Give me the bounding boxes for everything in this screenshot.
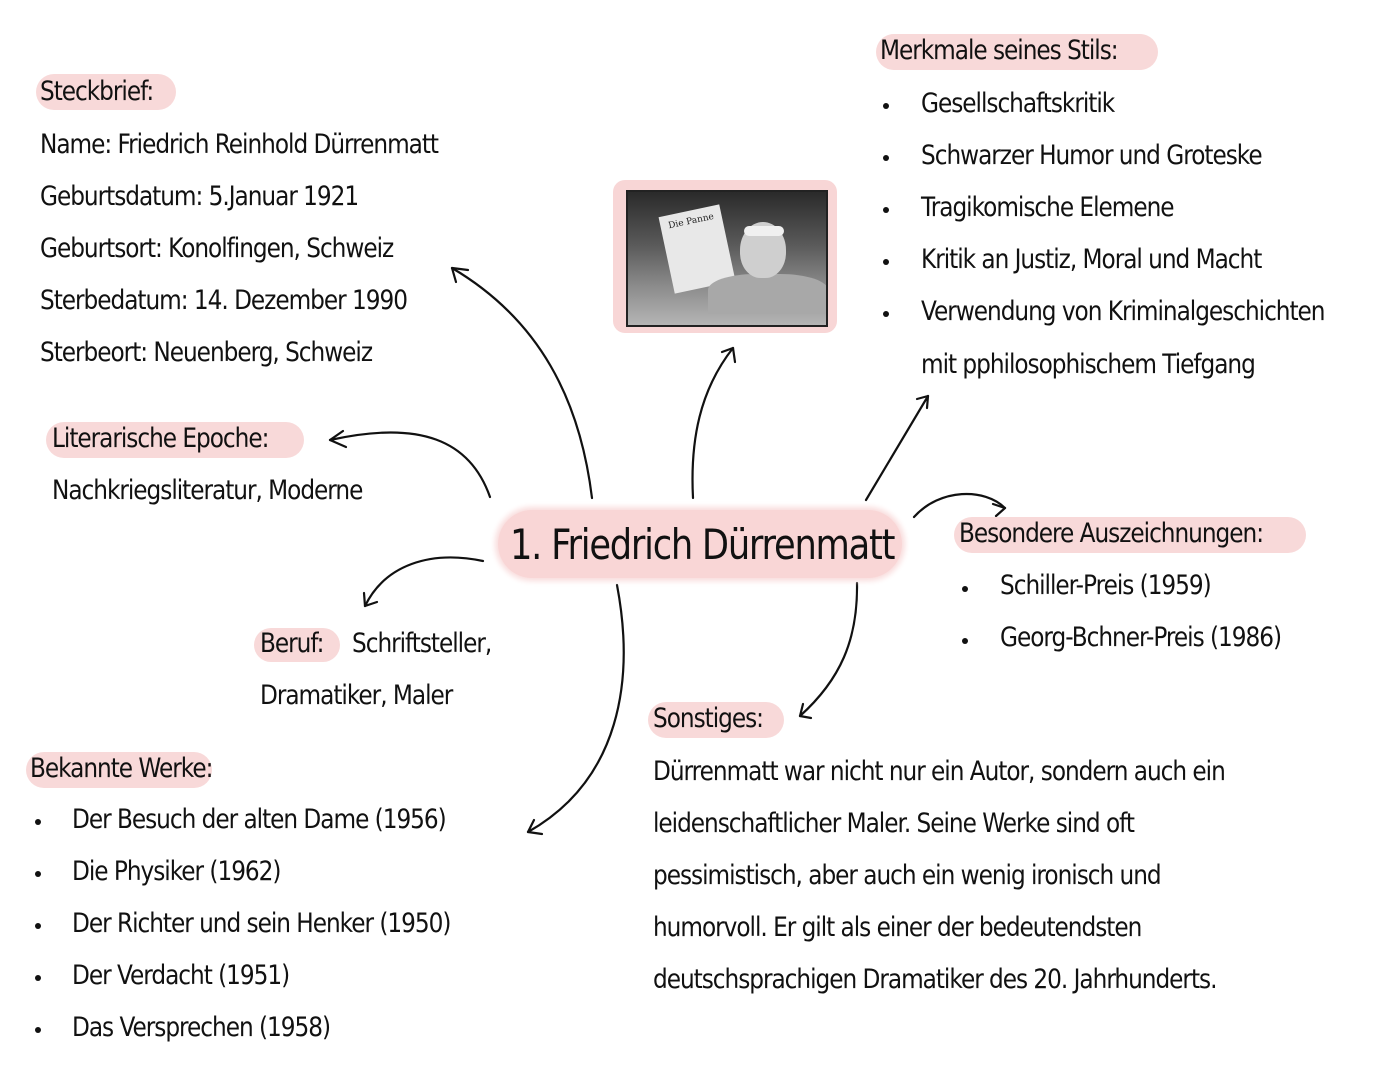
- steckbrief-geburtsdatum: Geburtsdatum: 5.Januar 1921: [40, 181, 359, 212]
- arrow-to-steckbrief: [450, 266, 594, 500]
- bullet-icon: [35, 975, 41, 981]
- bullet-icon: [883, 103, 889, 109]
- auszeichnung-item: Georg-Bchner-Preis (1986): [1000, 622, 1282, 653]
- werk-item: Der Verdacht (1951): [72, 960, 290, 991]
- beruf-heading: Beruf:: [260, 628, 324, 659]
- werk-item: Das Versprechen (1958): [72, 1012, 331, 1043]
- bullet-icon: [35, 819, 41, 825]
- werk-item: Der Besuch der alten Dame (1956): [72, 804, 447, 835]
- arrow-to-stil: [864, 394, 930, 502]
- author-photo: Die Panne: [626, 190, 828, 327]
- central-topic: 1. Friedrich Dürrenmatt: [510, 520, 895, 569]
- arrow-to-auszeichnungen: [912, 492, 1007, 519]
- stil-item: Verwendung von Kriminalgeschichten: [921, 296, 1326, 327]
- heading-highlight: [954, 517, 1306, 553]
- heading-highlight: [46, 422, 304, 458]
- steckbrief-geburtsort: Geburtsort: Konolfingen, Schweiz: [40, 233, 394, 264]
- epoche-heading: Literarische Epoche:: [52, 423, 269, 454]
- stil-item: Schwarzer Humor und Groteske: [921, 140, 1263, 171]
- arrow-to-photo: [691, 346, 735, 500]
- arrow-to-werke: [526, 583, 625, 834]
- goggles-icon: [744, 226, 784, 236]
- heading-highlight: [36, 74, 176, 110]
- beruf-line-2: Dramatiker, Maler: [260, 680, 453, 711]
- bullet-icon: [883, 311, 889, 317]
- sonstiges-line: pessimistisch, aber auch ein wenig ironi…: [653, 860, 1162, 891]
- epoche-text: Nachkriegsliteratur, Moderne: [52, 475, 363, 506]
- sonstiges-line: humorvoll. Er gilt als einer der bedeute…: [653, 912, 1142, 943]
- sonstiges-heading: Sonstiges:: [653, 703, 764, 734]
- central-topic-highlight: [498, 510, 902, 578]
- heading-highlight: [26, 752, 212, 788]
- bullet-icon: [35, 1027, 41, 1033]
- sonstiges-line: deutschsprachigen Dramatiker des 20. Jah…: [653, 964, 1217, 995]
- stil-item: Kritik an Justiz, Moral und Macht: [921, 244, 1262, 275]
- bullet-icon: [962, 638, 968, 644]
- auszeichnung-item: Schiller-Preis (1959): [1000, 570, 1212, 601]
- stil-heading: Merkmale seines Stils:: [880, 35, 1119, 66]
- sonstiges-line: Dürrenmatt war nicht nur ein Autor, sond…: [653, 756, 1226, 787]
- werk-item: Der Richter und sein Henker (1950): [72, 908, 451, 939]
- steckbrief-name: Name: Friedrich Reinhold Dürrenmatt: [40, 129, 439, 160]
- beruf-line-1: Schriftsteller,: [352, 628, 492, 659]
- werk-item: Die Physiker (1962): [72, 856, 281, 887]
- arrow-to-sonstiges: [798, 581, 859, 718]
- bullet-icon: [962, 586, 968, 592]
- bullet-icon: [35, 871, 41, 877]
- arrow-to-beruf: [363, 556, 485, 608]
- stil-item-continuation: mit pphilosophischem Tiefgang: [921, 349, 1256, 380]
- bullet-icon: [35, 923, 41, 929]
- heading-highlight: [648, 702, 784, 738]
- photo-body: [708, 274, 826, 314]
- steckbrief-heading: Steckbrief:: [40, 76, 154, 107]
- stil-item: Gesellschaftskritik: [921, 88, 1115, 119]
- stil-item: Tragikomische Elemene: [921, 192, 1175, 223]
- bullet-icon: [883, 155, 889, 161]
- heading-highlight: [876, 34, 1158, 70]
- bullet-icon: [883, 207, 889, 213]
- steckbrief-sterbeort: Sterbeort: Neuenberg, Schweiz: [40, 337, 373, 368]
- sonstiges-line: leidenschaftlicher Maler. Seine Werke si…: [653, 808, 1135, 839]
- bullet-icon: [883, 259, 889, 265]
- auszeichnungen-heading: Besondere Auszeichnungen:: [959, 518, 1264, 549]
- steckbrief-sterbedatum: Sterbedatum: 14. Dezember 1990: [40, 285, 408, 316]
- heading-highlight: [254, 628, 340, 662]
- werke-heading: Bekannte Werke:: [30, 753, 213, 784]
